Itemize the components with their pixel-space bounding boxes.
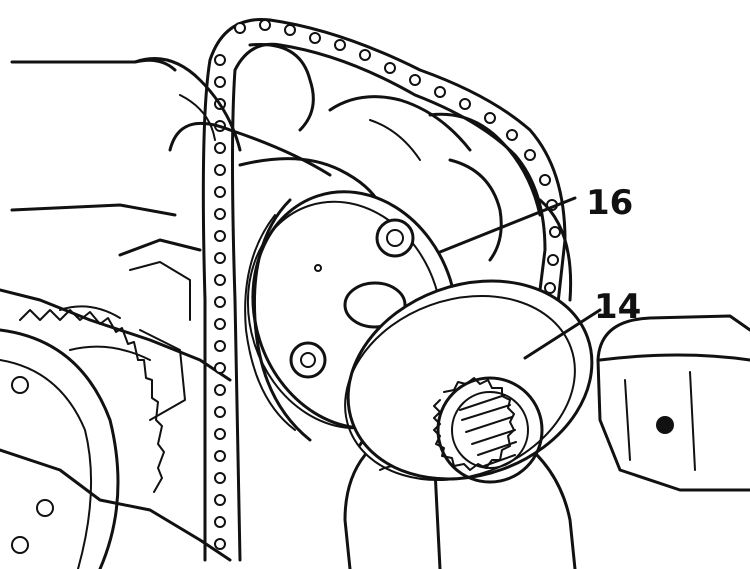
chain-link	[214, 362, 226, 374]
chain-link	[214, 274, 226, 286]
chain-link	[309, 32, 321, 44]
chain-link	[459, 98, 471, 110]
callout-label-14: 14	[594, 287, 641, 327]
engine-block	[0, 58, 232, 562]
chain-link	[214, 186, 226, 198]
chain-link	[234, 22, 246, 34]
chain-link	[409, 74, 421, 86]
crank-gear	[0, 309, 165, 569]
chain-link	[214, 450, 226, 462]
chain-link	[259, 19, 271, 31]
timing-chain	[201, 18, 567, 562]
chain-link	[214, 472, 226, 484]
chain-link	[484, 112, 496, 124]
chain-link	[549, 226, 561, 238]
chain-link	[284, 24, 296, 36]
chain-link	[214, 252, 226, 264]
chain-link	[214, 54, 226, 66]
chain-link	[214, 318, 226, 330]
chain-link	[506, 129, 518, 141]
chain-link	[214, 516, 226, 528]
chain-link	[539, 174, 551, 186]
chain-link	[214, 76, 226, 88]
chain-link	[214, 230, 226, 242]
chain-link	[214, 164, 226, 176]
chain-link	[214, 340, 226, 352]
callout-label-16: 16	[586, 183, 633, 223]
chain-link	[214, 384, 226, 396]
chain-link	[524, 149, 536, 161]
chain-link	[214, 494, 226, 506]
chain-link	[214, 406, 226, 418]
chain-link	[547, 254, 559, 266]
callout-leaders	[438, 196, 602, 360]
chain-link	[214, 296, 226, 308]
chain-link	[334, 39, 346, 51]
chain-link	[359, 49, 371, 61]
chain-link	[544, 282, 556, 294]
right-housing	[596, 314, 750, 492]
chain-link	[214, 538, 226, 550]
chain-link	[214, 142, 226, 154]
chain-link	[214, 428, 226, 440]
chain-link	[434, 86, 446, 98]
chain-link	[214, 208, 226, 220]
chain-link	[384, 62, 396, 74]
splined-ring	[344, 279, 594, 484]
